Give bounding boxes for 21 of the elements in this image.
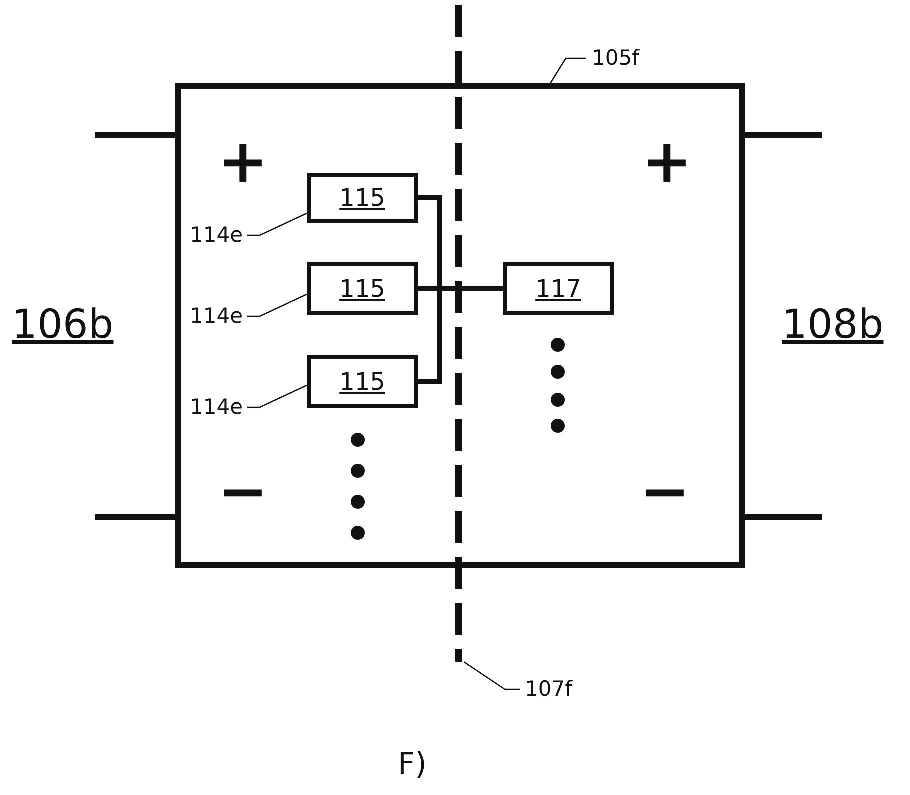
leader-line <box>464 661 520 690</box>
reference-numeral: 105f <box>592 48 640 69</box>
minus-sign: − <box>218 462 268 522</box>
leader-line <box>247 294 308 318</box>
reference-numeral: 107f <box>525 679 572 700</box>
plus-sign: + <box>642 132 692 192</box>
plus-sign: + <box>218 132 268 192</box>
circuit-boundary-box <box>175 83 745 568</box>
figure-caption: F) <box>398 750 427 780</box>
terminal-label: 106b <box>12 305 114 345</box>
terminal-label: 108b <box>782 305 884 345</box>
leader-line <box>247 384 308 408</box>
reference-numeral: 114e <box>190 225 244 246</box>
leader-line <box>247 212 308 236</box>
component-box: 115 <box>307 262 418 315</box>
reference-numeral: 114e <box>190 306 244 327</box>
component-box: 115 <box>307 355 418 408</box>
component-box: 117 <box>503 262 614 315</box>
minus-sign: − <box>640 462 690 522</box>
component-box: 115 <box>307 173 418 223</box>
reference-numeral: 114e <box>190 397 244 418</box>
